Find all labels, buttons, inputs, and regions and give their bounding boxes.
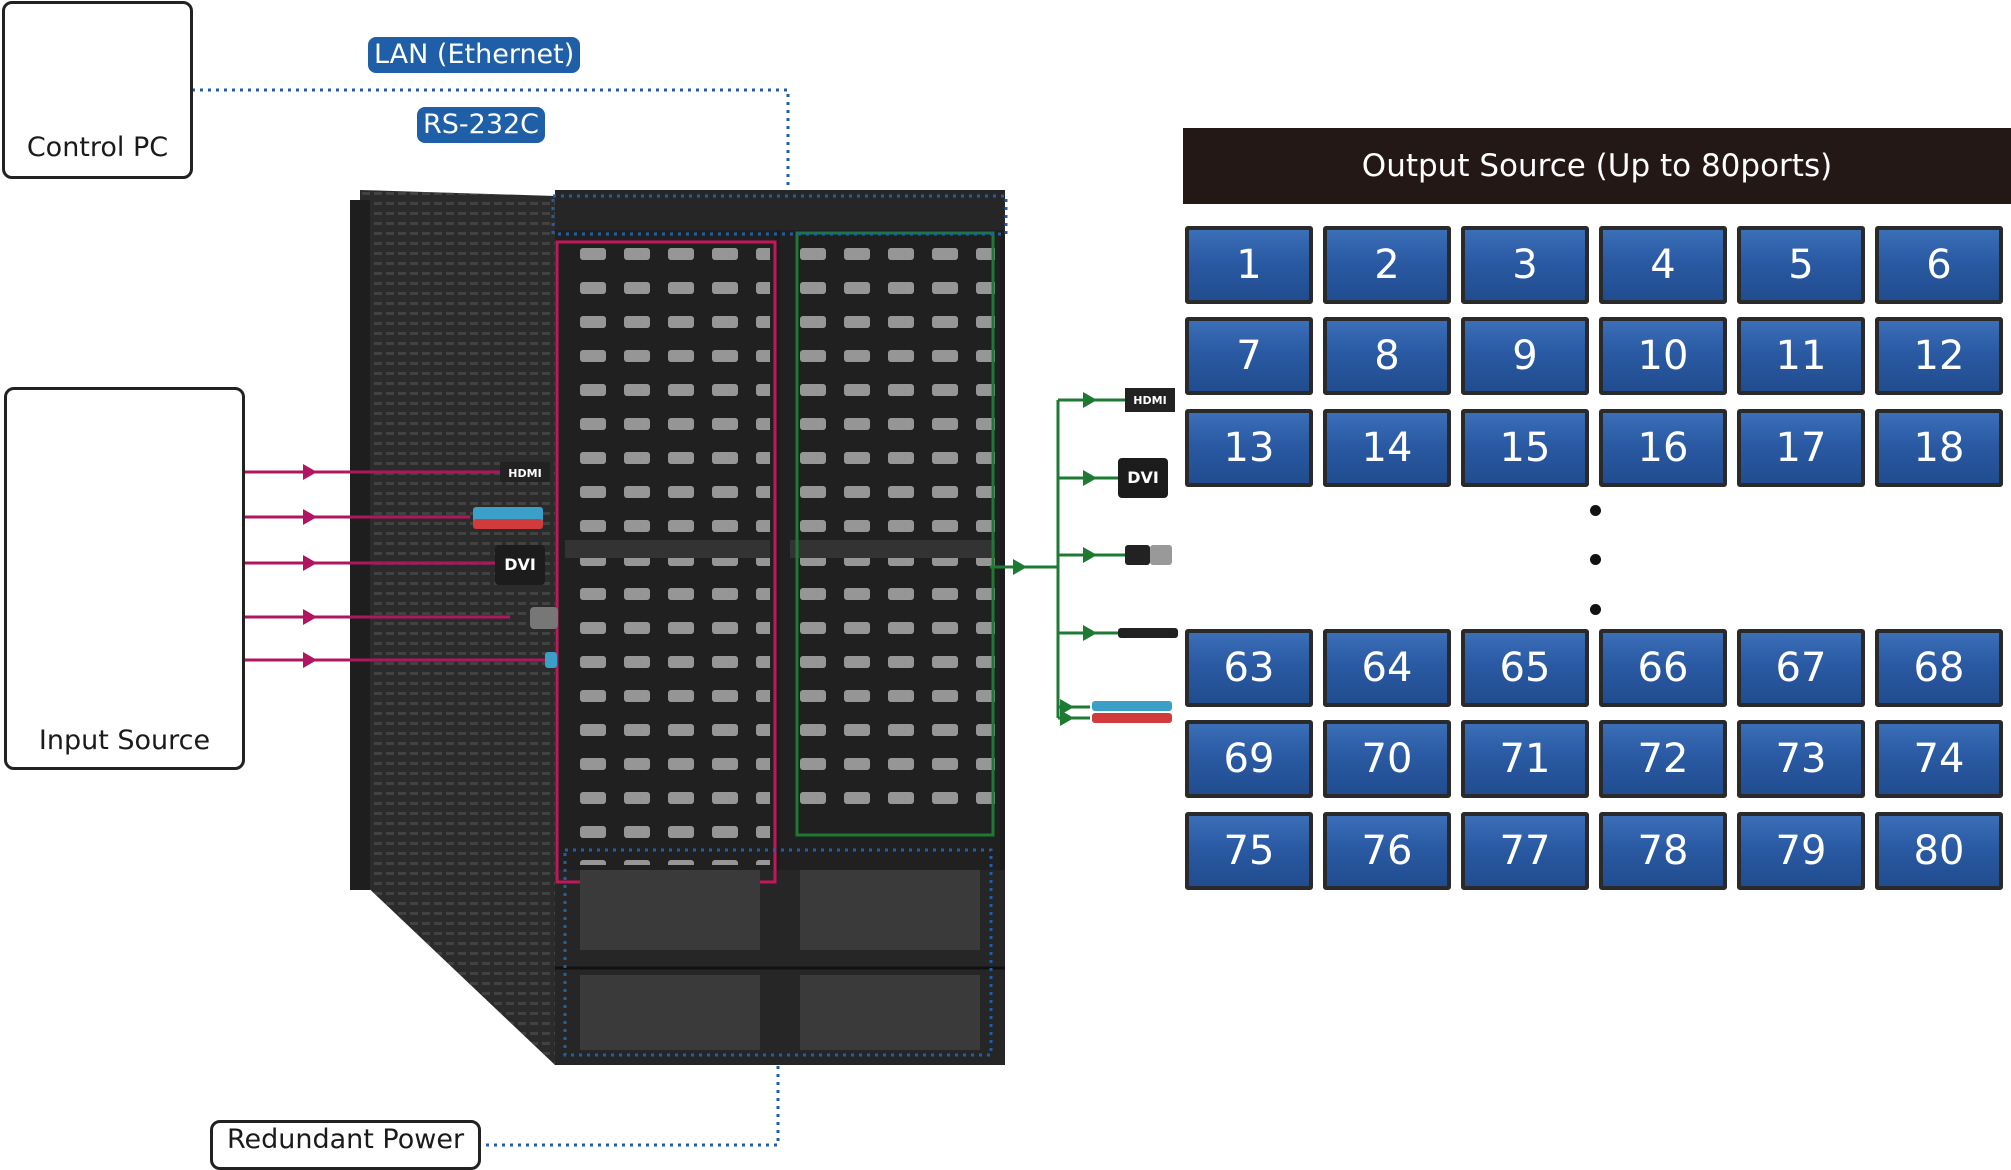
continuation-dot (1590, 505, 1601, 516)
display-tile: 69 (1185, 720, 1313, 798)
power-supply-units (580, 870, 980, 1050)
card-ports (565, 245, 995, 865)
display-tile: 6 (1875, 226, 2003, 304)
connector-labels: HDMI DVI HDMI DVI (504, 394, 1167, 574)
input-hdmi-label: HDMI (508, 467, 541, 480)
display-tile: 73 (1737, 720, 1865, 798)
control-ports-group (551, 194, 1008, 236)
display-tile: 9 (1461, 317, 1589, 395)
display-tile: 77 (1461, 812, 1589, 890)
display-tile: 1 (1185, 226, 1313, 304)
display-tile: 7 (1185, 317, 1313, 395)
input-signal-lines (242, 470, 545, 662)
control-pc-box (2, 1, 193, 179)
display-tile: 2 (1323, 226, 1451, 304)
power-supply-group (563, 848, 993, 1057)
display-tile: 63 (1185, 629, 1313, 707)
display-tile: 78 (1599, 812, 1727, 890)
output-connectors (1092, 388, 1178, 723)
display-tile: 17 (1737, 409, 1865, 487)
input-source-label: Input Source (38, 725, 211, 756)
display-tile: 76 (1323, 812, 1451, 890)
display-tile: 79 (1737, 812, 1865, 890)
display-tile: 3 (1461, 226, 1589, 304)
output-arrows (1013, 392, 1097, 726)
lan-label: LAN (Ethernet) (368, 37, 581, 73)
display-tile: 64 (1323, 629, 1451, 707)
display-tile: 14 (1323, 409, 1451, 487)
display-tile: 80 (1875, 812, 2003, 890)
output-hdmi-label: HDMI (1133, 394, 1166, 407)
continuation-dot (1590, 554, 1601, 565)
display-tile: 16 (1599, 409, 1727, 487)
input-connectors (473, 462, 558, 668)
display-tile: 8 (1323, 317, 1451, 395)
output-title: Output Source (Up to 80ports) (1183, 128, 2011, 204)
display-tile: 11 (1737, 317, 1865, 395)
input-arrows (303, 464, 317, 668)
output-dvi-label: DVI (1127, 468, 1159, 487)
display-tile: 10 (1599, 317, 1727, 395)
display-tile: 65 (1461, 629, 1589, 707)
display-tile: 67 (1737, 629, 1865, 707)
display-tile: 68 (1875, 629, 2003, 707)
input-dvi-label: DVI (504, 555, 536, 574)
input-source-box (4, 387, 245, 770)
output-signal-lines (990, 398, 1125, 720)
display-tile: 18 (1875, 409, 2003, 487)
control-pc-label: Control PC (26, 132, 169, 163)
display-tile: 72 (1599, 720, 1727, 798)
display-tile: 71 (1461, 720, 1589, 798)
display-tile: 15 (1461, 409, 1589, 487)
display-tile: 74 (1875, 720, 2003, 798)
rs232-label: RS-232C (417, 107, 546, 143)
display-tile: 12 (1875, 317, 2003, 395)
display-tile: 13 (1185, 409, 1313, 487)
redundant-power-label: Redundant Power (226, 1124, 465, 1155)
display-tile: 66 (1599, 629, 1727, 707)
display-tile: 70 (1323, 720, 1451, 798)
display-tile: 4 (1599, 226, 1727, 304)
display-tile: 5 (1737, 226, 1865, 304)
continuation-dot (1590, 604, 1601, 615)
display-tile: 75 (1185, 812, 1313, 890)
